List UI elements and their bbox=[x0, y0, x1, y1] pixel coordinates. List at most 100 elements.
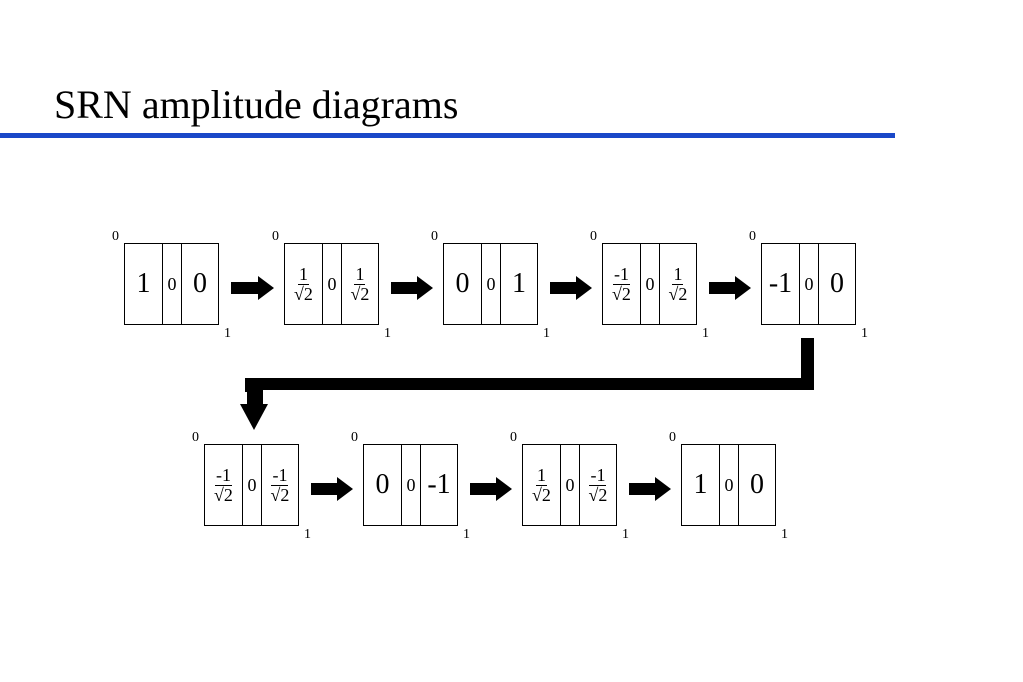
amplitude-value: 1 bbox=[136, 268, 151, 299]
wrap-connector-stem bbox=[247, 390, 263, 404]
right-amplitude-cell: 1 bbox=[501, 244, 537, 324]
middle-state-cell: 0 bbox=[640, 243, 660, 325]
middle-state-cell: 0 bbox=[481, 243, 501, 325]
page-title: SRN amplitude diagrams bbox=[54, 82, 459, 127]
middle-state-cell: 0 bbox=[322, 243, 342, 325]
middle-state-cell: 0 bbox=[719, 444, 739, 526]
top-state-label: 0 bbox=[112, 229, 119, 244]
amplitude-value: 0 bbox=[455, 268, 470, 299]
amplitude-fraction: -1√2 bbox=[270, 464, 290, 505]
top-state-label: 0 bbox=[351, 430, 358, 445]
fraction-denominator: √2 bbox=[668, 283, 688, 304]
bottom-state-label: 1 bbox=[622, 527, 629, 542]
amplitude-value: 0 bbox=[193, 268, 207, 299]
fraction-numerator: 1 bbox=[672, 263, 684, 285]
fraction-numerator: -1 bbox=[271, 464, 289, 486]
left-amplitude-cell: 1√2 bbox=[523, 445, 560, 525]
amplitude-value: 1 bbox=[693, 469, 708, 500]
amplitude-value: 0 bbox=[375, 469, 390, 500]
amplitude-value: -1 bbox=[427, 469, 451, 500]
title-underline bbox=[0, 133, 895, 138]
fraction-denominator: √2 bbox=[588, 484, 608, 505]
top-state-label: 0 bbox=[272, 229, 279, 244]
amplitude-fraction: 1√2 bbox=[350, 263, 370, 304]
right-amplitude-cell: 0 bbox=[739, 445, 775, 525]
transition-arrow-icon bbox=[470, 477, 512, 501]
fraction-denominator: √2 bbox=[350, 283, 370, 304]
right-amplitude-cell: 1√2 bbox=[660, 244, 696, 324]
right-amplitude-cell: -1√2 bbox=[580, 445, 616, 525]
fraction-numerator: 1 bbox=[535, 464, 547, 486]
middle-state-cell: 0 bbox=[242, 444, 262, 526]
amplitude-value: -1 bbox=[768, 268, 793, 299]
fraction-numerator: 1 bbox=[297, 263, 309, 285]
amplitude-value: 1 bbox=[512, 268, 526, 299]
fraction-numerator: -1 bbox=[612, 263, 630, 285]
fraction-denominator: √2 bbox=[532, 484, 551, 505]
wrap-connector-down bbox=[801, 338, 814, 390]
amplitude-fraction: -1√2 bbox=[588, 464, 608, 505]
amplitude-fraction: 1√2 bbox=[532, 464, 551, 505]
wrap-connector-stem bbox=[245, 378, 263, 392]
right-amplitude-cell: -1√2 bbox=[262, 445, 298, 525]
amplitude-fraction: 1√2 bbox=[668, 263, 688, 304]
amplitude-value: 0 bbox=[750, 469, 764, 500]
right-amplitude-cell: -1 bbox=[421, 445, 457, 525]
bottom-state-label: 1 bbox=[304, 527, 311, 542]
amplitude-fraction: -1√2 bbox=[612, 263, 631, 304]
amplitude-fraction: -1√2 bbox=[214, 464, 233, 505]
wrap-connector-horizontal bbox=[245, 378, 814, 390]
middle-state-cell: 0 bbox=[401, 444, 421, 526]
transition-arrow-icon bbox=[629, 477, 671, 501]
transition-arrow-icon bbox=[311, 477, 353, 501]
bottom-state-label: 1 bbox=[702, 326, 709, 341]
fraction-denominator: √2 bbox=[612, 283, 631, 304]
top-state-label: 0 bbox=[192, 430, 199, 445]
top-state-label: 0 bbox=[749, 229, 756, 244]
middle-state-cell: 0 bbox=[162, 243, 182, 325]
transition-arrow-icon bbox=[550, 276, 592, 300]
bottom-state-label: 1 bbox=[463, 527, 470, 542]
left-amplitude-cell: 0 bbox=[364, 445, 401, 525]
wrap-connector-arrowhead bbox=[240, 404, 268, 430]
bottom-state-label: 1 bbox=[224, 326, 231, 341]
fraction-denominator: √2 bbox=[294, 283, 313, 304]
top-state-label: 0 bbox=[431, 229, 438, 244]
fraction-denominator: √2 bbox=[270, 484, 290, 505]
amplitude-value: 0 bbox=[830, 268, 844, 299]
left-amplitude-cell: 1√2 bbox=[285, 244, 322, 324]
fraction-numerator: 1 bbox=[354, 263, 366, 285]
left-amplitude-cell: 0 bbox=[444, 244, 481, 324]
fraction-numerator: -1 bbox=[214, 464, 232, 486]
amplitude-fraction: 1√2 bbox=[294, 263, 313, 304]
fraction-numerator: -1 bbox=[589, 464, 607, 486]
transition-arrow-icon bbox=[391, 276, 433, 300]
middle-state-cell: 0 bbox=[799, 243, 819, 325]
fraction-denominator: √2 bbox=[214, 484, 233, 505]
top-state-label: 0 bbox=[590, 229, 597, 244]
right-amplitude-cell: 1√2 bbox=[342, 244, 378, 324]
right-amplitude-cell: 0 bbox=[819, 244, 855, 324]
transition-arrow-icon bbox=[231, 276, 274, 300]
left-amplitude-cell: -1√2 bbox=[205, 445, 242, 525]
top-state-label: 0 bbox=[510, 430, 517, 445]
middle-state-cell: 0 bbox=[560, 444, 580, 526]
left-amplitude-cell: 1 bbox=[125, 244, 162, 324]
bottom-state-label: 1 bbox=[861, 326, 868, 341]
left-amplitude-cell: -1 bbox=[762, 244, 799, 324]
left-amplitude-cell: -1√2 bbox=[603, 244, 640, 324]
transition-arrow-icon bbox=[709, 276, 751, 300]
bottom-state-label: 1 bbox=[384, 326, 391, 341]
bottom-state-label: 1 bbox=[781, 527, 788, 542]
